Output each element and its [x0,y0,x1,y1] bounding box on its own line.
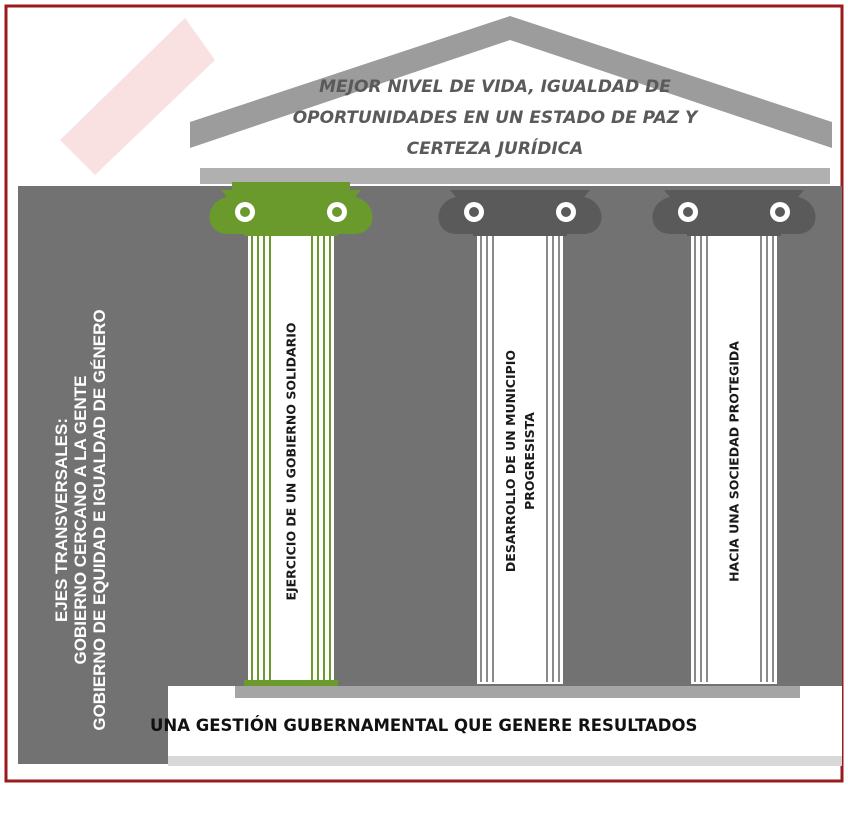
roof-pediment [190,16,832,148]
side-line-3: GOBIERNO DE EQUIDAD E IGUALDAD DE GÉNERO [90,309,109,731]
pillar-3-label: HACIA UNA SOCIEDAD PROTEGIDA [725,262,744,662]
pillar-3 [652,190,816,684]
base-step-top [235,686,800,698]
roof-beam [200,168,830,184]
roof-title: MEJOR NIVEL DE VIDA, IGUALDAD DE OPORTUN… [250,72,740,165]
pillar-1-line-1: EJERCICIO DE UN GOBIERNO SOLIDARIO [283,322,299,601]
roof-line-1: MEJOR NIVEL DE VIDA, IGUALDAD DE [319,77,671,97]
diagram-graphics [4,4,844,783]
pillar-2 [438,190,602,684]
side-line-2: GOBIERNO CERCANO A LA GENTE [71,375,90,665]
pillar-1 [209,182,373,686]
pillars-diagram: MEJOR NIVEL DE VIDA, IGUALDAD DE OPORTUN… [4,4,844,783]
side-line-1: EJES TRANSVERSALES: [52,417,71,623]
pillar-1-label: EJERCICIO DE UN GOBIERNO SOLIDARIO [282,262,301,662]
watermark-shape [60,18,215,175]
base-step-bottom [168,756,842,766]
side-block [18,686,168,764]
pillar-2-line-2: PROGRESISTA [522,412,537,510]
pillar-3-line-1: HACIA UNA SOCIEDAD PROTEGIDA [726,341,742,582]
transversal-axes: EJES TRANSVERSALES: GOBIERNO CERCANO A L… [52,210,152,830]
pillar-2-label: DESARROLLO DE UN MUNICIPIO PROGRESISTA [501,261,539,661]
roof-line-3: CERTEZA JURÍDICA [406,139,584,159]
pillar-2-line-1: DESARROLLO DE UN MUNICIPIO [503,349,518,573]
roof-line-2: OPORTUNIDADES EN UN ESTADO DE PAZ Y [292,108,698,128]
base-label: UNA GESTIÓN GUBERNAMENTAL QUE GENERE RES… [150,716,698,735]
base-slab [168,686,842,764]
